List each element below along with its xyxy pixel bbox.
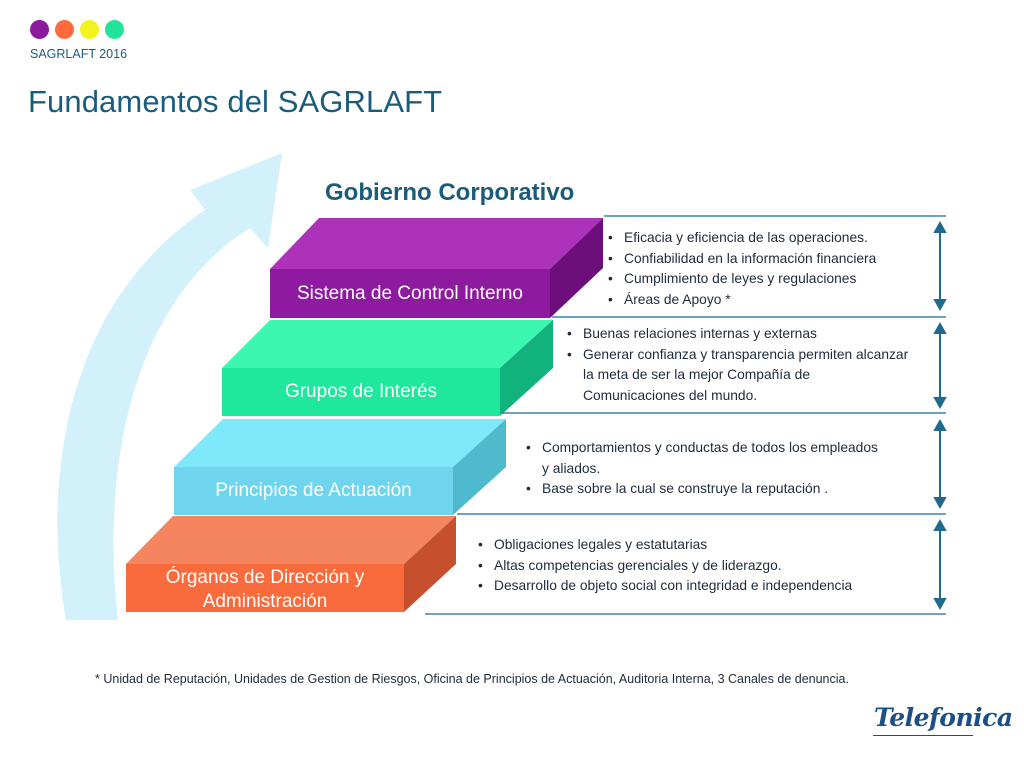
list-item: Altas competencias gerenciales y de lide… <box>476 556 916 577</box>
telefonica-logo: Telefonica <box>874 703 1013 732</box>
separator-lines <box>425 215 946 615</box>
footnote: * Unidad de Reputación, Unidades de Gest… <box>95 672 849 686</box>
list-item: Obligaciones legales y estatutarias <box>476 535 916 556</box>
purple-dot <box>30 20 49 39</box>
step-principios-block <box>174 419 506 515</box>
bullets-grupos: Buenas relaciones internas y externas Ge… <box>565 324 915 406</box>
list-item: Cumplimiento de leyes y regulaciones <box>606 269 926 290</box>
list-item: Desarrollo de objeto social con integrid… <box>476 576 916 597</box>
step-grupos-block <box>222 320 553 416</box>
list-item: Buenas relaciones internas y externas <box>565 324 915 345</box>
list-item: Eficacia y eficiencia de las operaciones… <box>606 228 926 249</box>
step-label-sistema: Sistema de Control Interno <box>296 282 523 304</box>
double-arrow-icons <box>933 220 947 611</box>
logo-underline <box>873 735 973 736</box>
diagram-subtitle: Gobierno Corporativo <box>325 179 575 206</box>
list-item: Confiabilidad en la información financie… <box>606 249 926 270</box>
bullets-sistema: Eficacia y eficiencia de las operaciones… <box>606 228 926 310</box>
list-item: Comportamientos y conductas de todos los… <box>524 438 884 479</box>
bullets-organos: Obligaciones legales y estatutarias Alta… <box>476 535 916 597</box>
bullets-principios: Comportamientos y conductas de todos los… <box>524 438 884 500</box>
list-item: Base sobre la cual se construye la reput… <box>524 479 884 500</box>
green-dot <box>105 20 124 39</box>
step-sistema-block <box>270 218 603 318</box>
yellow-dot <box>80 20 99 39</box>
header-label: SAGRLAFT 2016 <box>30 47 128 61</box>
growth-arrow-icon <box>57 153 282 620</box>
step-label-grupos: Grupos de Interés <box>284 381 438 402</box>
step-label-principios: Principios de Actuación <box>215 480 412 501</box>
page-title: Fundamentos del SAGRLAFT <box>28 84 443 119</box>
brand-dots <box>30 20 124 39</box>
orange-dot <box>55 20 74 39</box>
list-item: Generar confianza y transparencia permit… <box>565 345 915 407</box>
step-organos-block <box>126 516 456 612</box>
list-item: Áreas de Apoyo * <box>606 290 926 311</box>
step-label-organos: Órganos de Dirección y Administración <box>165 567 365 612</box>
